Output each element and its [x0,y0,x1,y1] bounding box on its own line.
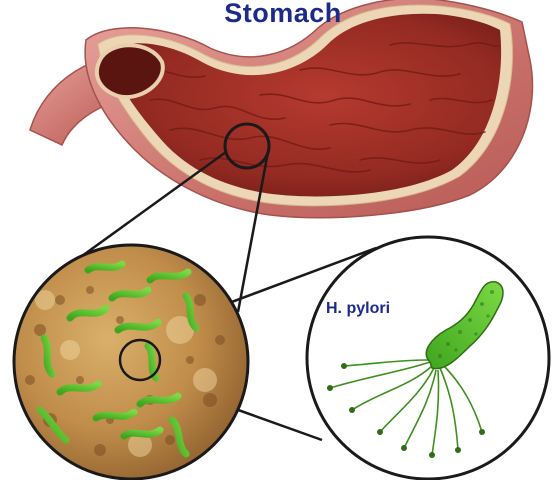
flagella [329,359,483,456]
bacterium-detail-view [305,235,551,480]
stomach-rugae [139,42,499,173]
tissue-highlights [35,290,217,457]
zoom-connector-right [236,151,270,313]
bacteria-cluster [36,260,200,458]
tissue-zoom-view [12,243,250,480]
bacterium-zoom-spot [118,338,162,382]
stomach-zoom-spot [223,122,271,170]
pyloric-opening [94,43,165,100]
flagella-tips [327,363,485,458]
stomach-inner-lining [108,13,502,197]
diagram-title: Stomach [224,0,342,28]
bacterium-label: H. pylori [326,300,391,317]
bacterium-spots [438,290,494,358]
